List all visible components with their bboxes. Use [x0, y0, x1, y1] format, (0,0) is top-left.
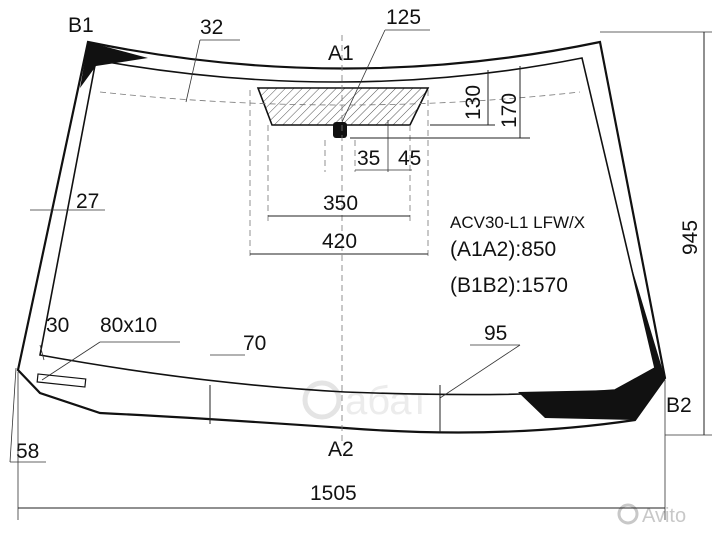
dim-1505: 1505 — [310, 482, 357, 505]
spec-b1b2: (B1B2):1570 — [450, 274, 568, 297]
dim-58: 58 — [16, 440, 39, 463]
stamp-area — [36, 373, 87, 388]
ceramic-corner-right — [518, 255, 665, 420]
spec-a1a2: (A1A2):850 — [450, 238, 556, 261]
dim-80x10: 80x10 — [100, 314, 157, 337]
dim-350: 350 — [323, 192, 358, 215]
watermark-brand: aбат — [345, 379, 429, 423]
dim-130: 130 — [462, 85, 485, 120]
ceramic-corner-left — [80, 42, 148, 88]
dim-30: 30 — [46, 314, 69, 337]
dim-45: 45 — [398, 147, 421, 170]
dim-420: 420 — [322, 230, 357, 253]
dim-95: 95 — [484, 322, 507, 345]
watermark: aбат Avito — [302, 379, 686, 527]
dim-27: 27 — [76, 190, 99, 213]
model-code: ACV30-L1 LFW/X — [450, 213, 585, 232]
watermark-site: Avito — [642, 505, 686, 527]
point-a1: A1 — [328, 42, 354, 65]
point-b2: B2 — [666, 394, 692, 417]
dim-125: 125 — [386, 6, 421, 29]
dim-170: 170 — [498, 93, 521, 128]
point-a2: A2 — [328, 438, 354, 461]
point-b1: B1 — [68, 14, 94, 37]
dim-32: 32 — [200, 16, 223, 39]
glass-outline — [16, 40, 667, 434]
mirror-mount — [333, 122, 347, 138]
dim-70: 70 — [243, 332, 266, 355]
dim-945: 945 — [679, 220, 702, 255]
dim-35: 35 — [357, 147, 380, 170]
